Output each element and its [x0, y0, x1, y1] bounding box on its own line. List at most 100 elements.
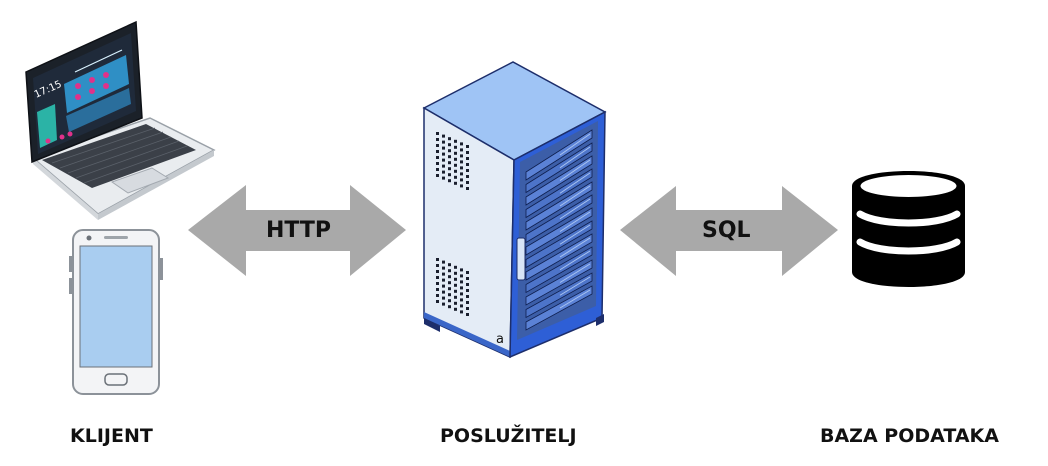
- vent-hole: [442, 176, 445, 180]
- server-mark: a: [496, 332, 504, 347]
- vent-hole: [436, 288, 439, 291]
- vent-hole: [460, 160, 463, 164]
- sql-label: SQL: [702, 218, 751, 243]
- vent-hole: [466, 307, 469, 310]
- vent-hole: [436, 162, 439, 165]
- vent-hole: [466, 163, 469, 166]
- vent-hole: [436, 168, 439, 171]
- vent-hole: [436, 132, 439, 135]
- vent-hole: [442, 266, 445, 270]
- vent-hole: [460, 184, 463, 188]
- server-unit-led: [559, 263, 591, 283]
- vent-hole: [448, 293, 451, 297]
- server-unit-led: [559, 159, 591, 181]
- vent-hole: [460, 298, 463, 302]
- vent-hole: [442, 146, 445, 150]
- vent-hole: [466, 277, 469, 280]
- server-unit: [525, 142, 593, 194]
- vent-hole: [448, 299, 451, 303]
- vent-hole: [466, 283, 469, 286]
- vent-hole: [436, 276, 439, 279]
- vent-hole: [442, 278, 445, 282]
- vent-hole: [466, 175, 469, 178]
- server-unit-led: [559, 133, 591, 156]
- server-unit-led: [559, 224, 591, 245]
- vent-hole: [454, 151, 457, 155]
- vent-hole: [448, 143, 451, 147]
- server-unit: [525, 233, 593, 281]
- server-unit: [525, 129, 593, 181]
- server-unit-led: [559, 146, 591, 169]
- vent-hole: [460, 310, 463, 314]
- client-label: KLIJENT: [70, 425, 153, 447]
- vent-hole: [442, 134, 445, 138]
- vent-hole: [448, 305, 451, 309]
- vent-hole: [466, 289, 469, 292]
- vent-hole: [460, 166, 463, 170]
- server-unit-led: [559, 185, 591, 207]
- double-arrow-icon: [188, 185, 406, 276]
- vent-hole: [448, 137, 451, 141]
- vent-hole: [442, 290, 445, 294]
- vent-hole: [466, 151, 469, 154]
- server-unit: [525, 220, 593, 269]
- vent-hole: [460, 172, 463, 176]
- vent-hole: [454, 301, 457, 305]
- vent-hole: [436, 282, 439, 285]
- vent-hole: [460, 286, 463, 290]
- vent-hole: [436, 258, 439, 261]
- vent-hole: [436, 156, 439, 159]
- vent-hole: [466, 301, 469, 304]
- vent-hole: [460, 142, 463, 146]
- vent-hole: [436, 144, 439, 147]
- vent-hole: [436, 264, 439, 267]
- server-unit-led: [559, 250, 591, 271]
- vent-hole: [466, 295, 469, 298]
- server-unit: [525, 181, 593, 231]
- vent-hole: [436, 150, 439, 153]
- vent-hole: [442, 302, 445, 306]
- double-arrow-icon: [620, 186, 838, 276]
- vent-hole: [466, 169, 469, 172]
- vent-hole: [454, 139, 457, 143]
- vent-hole: [436, 138, 439, 141]
- vent-hole: [460, 274, 463, 278]
- laptop-icon: 17:15: [25, 20, 216, 220]
- vent-hole: [448, 287, 451, 291]
- vent-hole: [448, 269, 451, 273]
- vent-hole: [454, 295, 457, 299]
- vent-hole: [448, 173, 451, 177]
- vent-hole: [454, 307, 457, 311]
- vent-hole: [466, 313, 469, 316]
- vent-hole: [460, 178, 463, 182]
- vent-hole: [448, 281, 451, 285]
- vent-hole: [442, 170, 445, 174]
- vent-hole: [460, 304, 463, 308]
- vent-hole: [448, 155, 451, 159]
- database-icon: [852, 171, 965, 287]
- smartphone-icon: [69, 229, 163, 395]
- server-unit: [525, 272, 593, 319]
- vent-hole: [460, 148, 463, 152]
- vent-hole: [436, 174, 439, 177]
- vent-hole: [466, 145, 469, 148]
- vent-hole: [442, 140, 445, 144]
- vent-hole: [448, 275, 451, 279]
- server-unit-led: [559, 198, 591, 220]
- vent-hole: [454, 265, 457, 269]
- server-unit-led: [559, 211, 591, 232]
- server-unit: [525, 194, 593, 244]
- server-unit: [525, 168, 593, 219]
- server-unit-led: [559, 289, 591, 309]
- server-label: POSLUŽITELJ: [440, 425, 577, 447]
- vent-hole: [466, 181, 469, 184]
- server-unit: [525, 259, 593, 306]
- vent-hole: [460, 292, 463, 296]
- http-label: HTTP: [266, 218, 332, 243]
- server-unit: [525, 285, 593, 331]
- vent-hole: [454, 163, 457, 167]
- vent-hole: [442, 296, 445, 300]
- vent-hole: [442, 272, 445, 276]
- server-unit-led: [559, 276, 591, 296]
